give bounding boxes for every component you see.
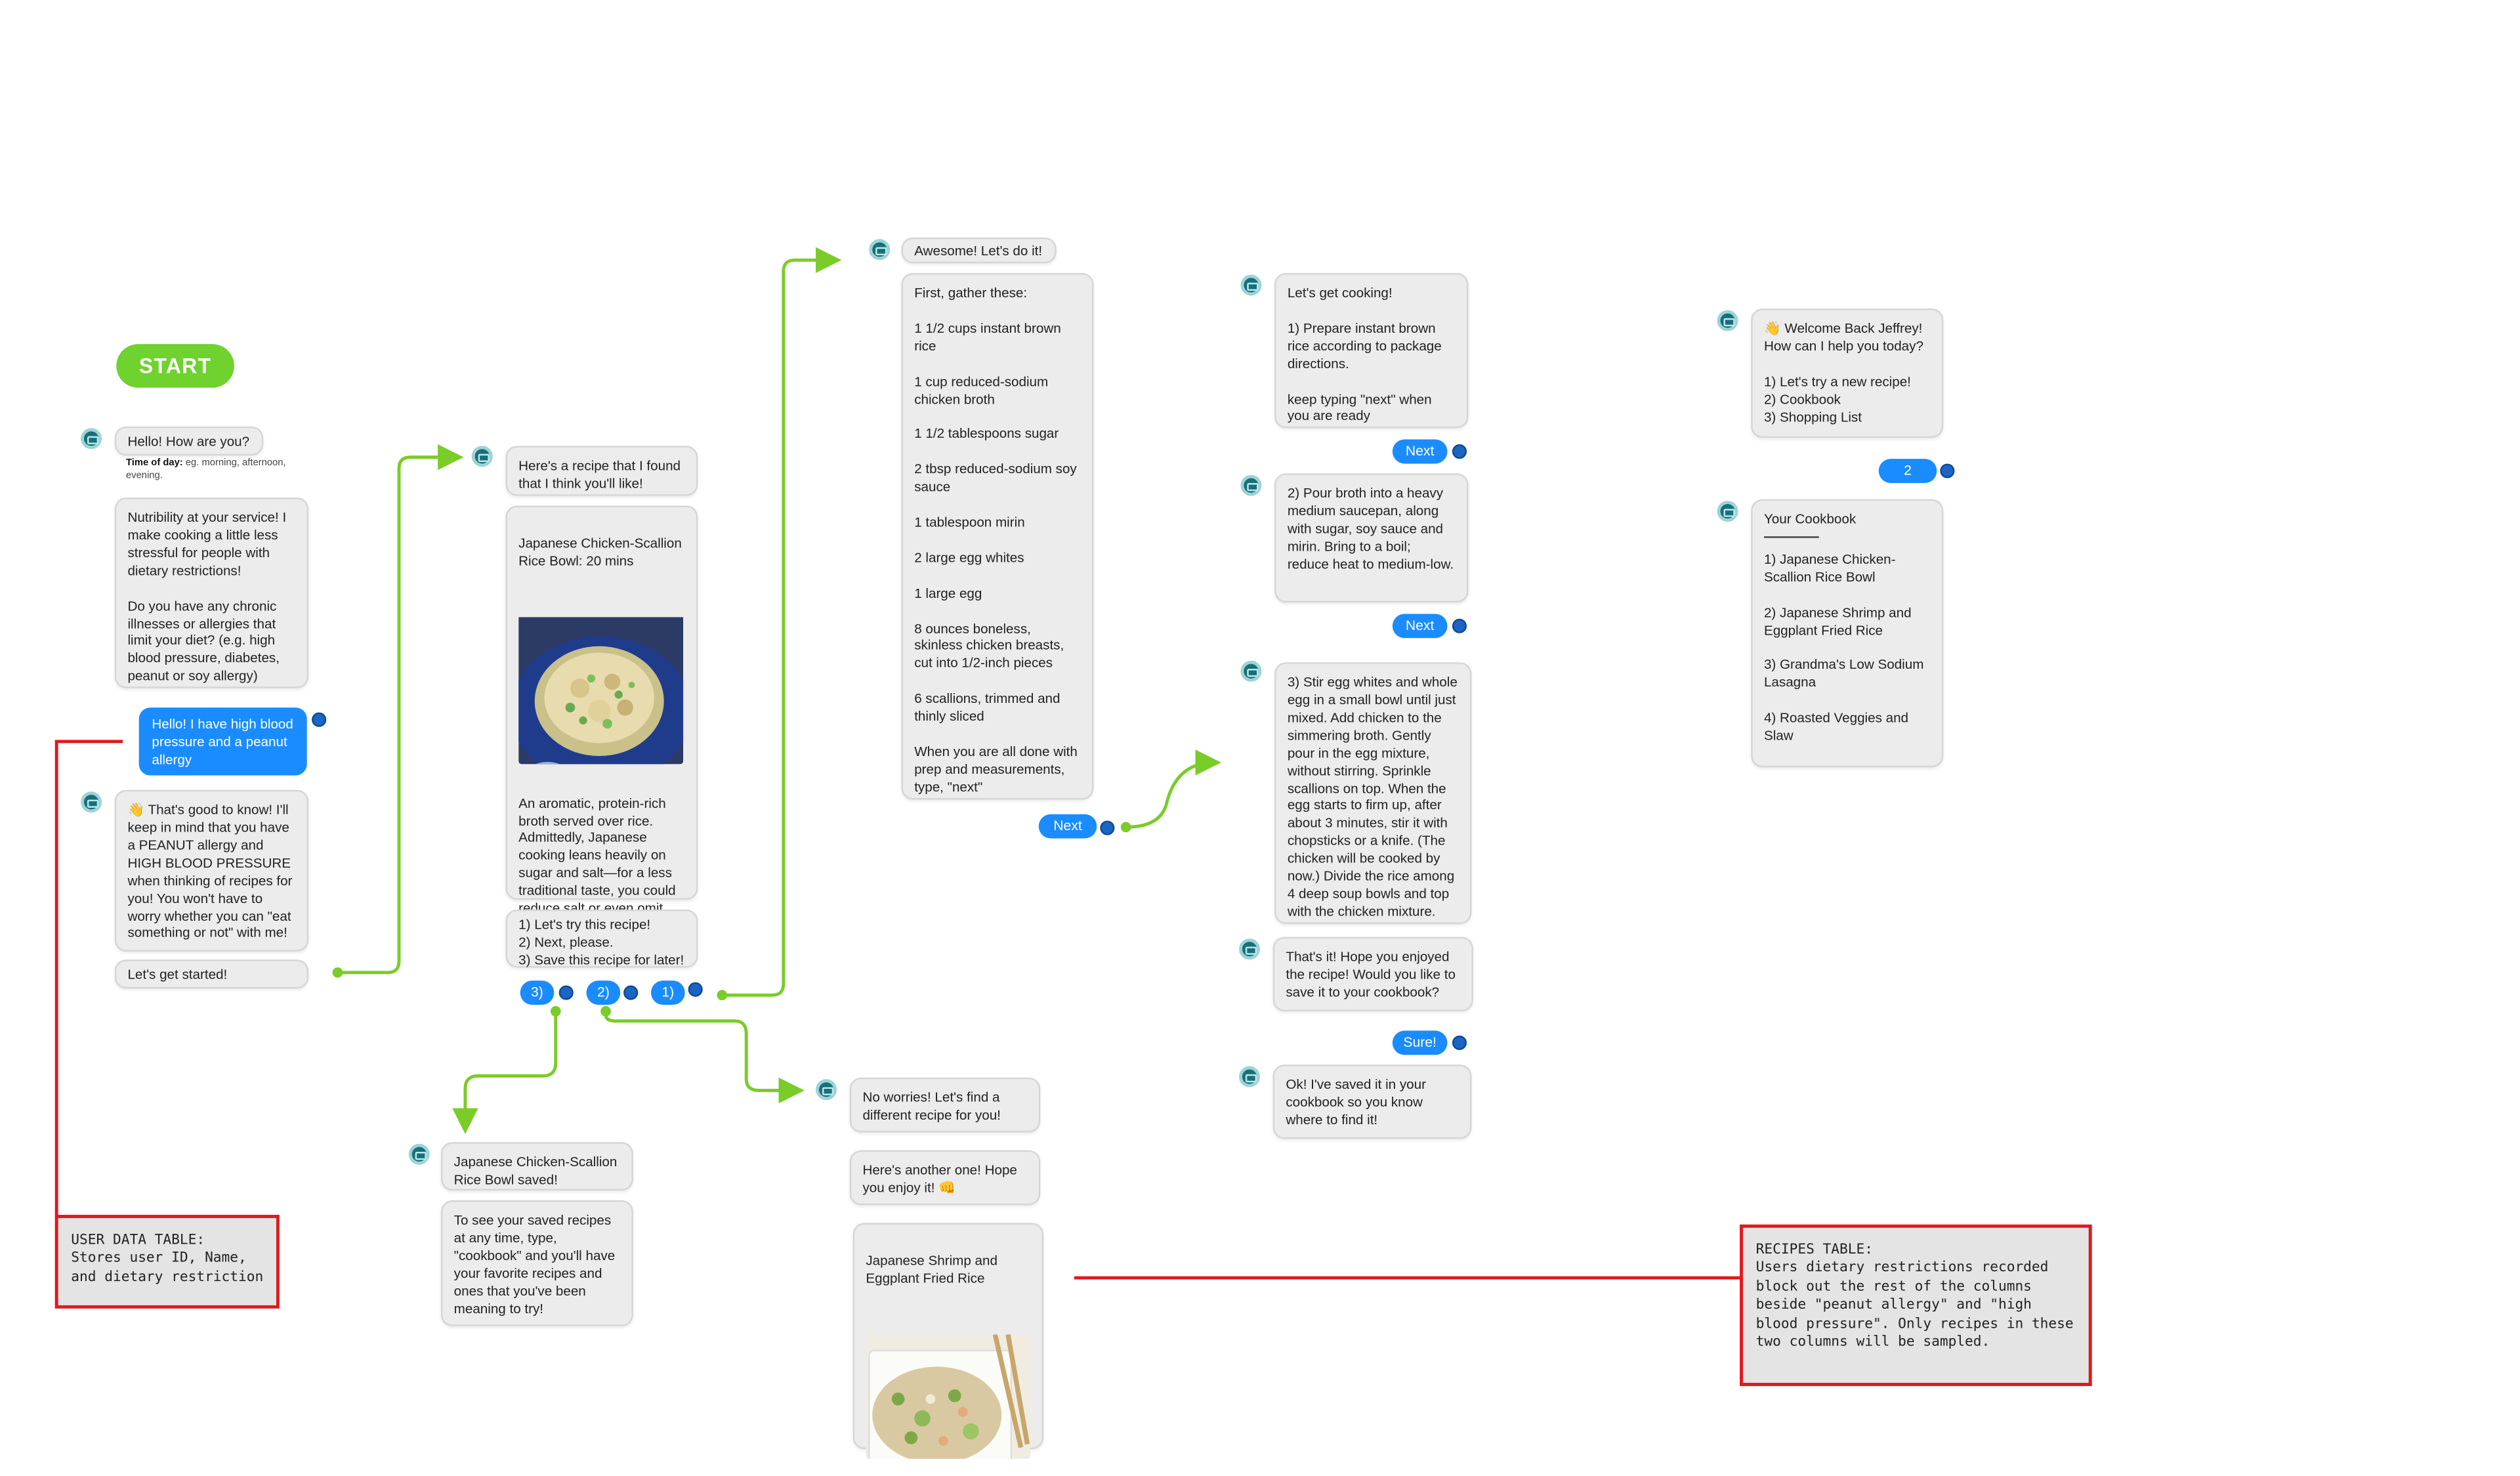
user-avatar-icon <box>1100 820 1115 835</box>
bot-avatar-icon <box>408 1143 430 1165</box>
flow-connectors <box>54 247 1742 1280</box>
user-data-table-note: USER DATA TABLE: Stores user ID, Name, a… <box>54 1215 280 1309</box>
recipe-2-card: Japanese Shrimp and Eggplant Fried Rice <box>852 1223 1044 1458</box>
another-recipe-message: Here's another one! Hope you enjoy it! 👊 <box>849 1150 1041 1206</box>
recipe-2-title: Japanese Shrimp and Eggplant Fried Rice <box>866 1252 998 1286</box>
greeting-message: Hello! How are you? <box>114 426 264 456</box>
bot-avatar-icon <box>1238 938 1260 960</box>
next-button[interactable]: Next <box>1392 614 1448 639</box>
acknowledgement-message: 👋 That's good to know! I'll keep in mind… <box>114 790 309 952</box>
choice-2-button[interactable]: 2 <box>1878 459 1937 483</box>
user-avatar-icon <box>1452 1035 1467 1050</box>
annotation-line-user-table <box>54 740 123 1215</box>
bot-avatar-icon <box>1240 660 1262 682</box>
arrow-start-to-recipe <box>337 444 464 975</box>
cookbook-list: 1) Japanese Chicken-Scallion Rice Bowl 2… <box>1763 551 1924 744</box>
next-button[interactable]: Next <box>1038 814 1097 839</box>
user-avatar-icon <box>1452 444 1467 459</box>
bot-avatar-icon <box>1717 310 1738 331</box>
bot-avatar-icon <box>1238 1066 1260 1087</box>
cookbook-info-message: To see your saved recipes at any time, t… <box>440 1200 633 1326</box>
cookbook-divider <box>1763 536 1819 538</box>
welcome-back-message: 👋 Welcome Back Jeffrey! How can I help y… <box>1751 308 1944 438</box>
user-reply-message: Hello! I have high blood pressure and a … <box>138 707 307 776</box>
bot-avatar-icon <box>81 791 102 813</box>
cooking-step-1-message: Let's get cooking! 1) Prepare instant br… <box>1274 272 1469 429</box>
choice-2-button[interactable]: 2) <box>586 980 621 1005</box>
bot-avatar-icon <box>81 428 102 450</box>
cooking-step-3-message: 3) Stir egg whites and whole egg in a sm… <box>1274 662 1472 924</box>
flow-canvas: START Hello! How are you? Time of day: e… <box>54 237 2092 1458</box>
intro-message: Nutribility at your service! I make cook… <box>114 497 309 688</box>
user-avatar-icon <box>1452 618 1467 633</box>
ingredients-message: First, gather these: 1 1/2 cups instant … <box>901 272 1094 800</box>
bot-avatar-icon <box>471 446 493 467</box>
recipes-table-note: RECIPES TABLE: Users dietary restriction… <box>1740 1224 2092 1386</box>
saved-confirmation-message: Ok! I've saved it in your cookbook so yo… <box>1272 1065 1472 1139</box>
arrow-choice1-to-ingredients <box>722 247 842 997</box>
bot-avatar-icon <box>1717 501 1738 522</box>
time-of-day-example: eg. morning, afternoon, evening. <box>125 459 286 481</box>
choice-1-button[interactable]: 1) <box>650 980 685 1005</box>
lets-get-started-message: Let's get started! <box>114 959 309 989</box>
sure-button[interactable]: Sure! <box>1392 1030 1448 1055</box>
arrow-next-to-cooking <box>1125 749 1221 829</box>
choice-3-button[interactable]: 3) <box>520 980 555 1005</box>
cookbook-title: Your Cookbook <box>1763 510 1857 527</box>
awesome-message: Awesome! Let's do it! <box>901 237 1057 264</box>
next-button[interactable]: Next <box>1392 439 1448 464</box>
user-avatar-icon <box>623 985 639 1000</box>
user-avatar-icon <box>1940 463 1955 478</box>
user-avatar-icon <box>312 712 327 727</box>
recipe-saved-message: Japanese Chicken-Scallion Rice Bowl save… <box>440 1142 633 1191</box>
recipe-card: Japanese Chicken-Scallion Rice Bowl: 20 … <box>505 505 698 934</box>
start-button[interactable]: START <box>116 344 234 388</box>
user-avatar-icon <box>688 982 703 997</box>
arrow-choice3-to-saved <box>452 1011 558 1134</box>
recipe-title: Japanese Chicken-Scallion Rice Bowl: 20 … <box>518 534 682 569</box>
recipe-options-message: 1) Let's try this recipe! 2) Next, pleas… <box>505 909 698 968</box>
cookbook-message: Your Cookbook 1) Japanese Chicken-Scalli… <box>1751 499 1944 768</box>
arrow-choice2-to-new-recipe <box>604 1011 805 1104</box>
recipe-photo <box>518 599 684 764</box>
time-of-day-hint: Time of day: eg. morning, afternoon, eve… <box>126 459 287 483</box>
recipe-2-photo <box>866 1316 1031 1458</box>
save-prompt-message: That's it! Hope you enjoyed the recipe! … <box>1272 937 1473 1011</box>
no-worries-message: No worries! Let's find a different recip… <box>849 1077 1041 1133</box>
bot-avatar-icon <box>1240 274 1262 296</box>
bot-avatar-icon <box>1240 474 1262 496</box>
time-of-day-label: Time of day: <box>125 459 183 469</box>
user-avatar-icon <box>558 985 574 1000</box>
bot-avatar-icon <box>869 239 891 261</box>
bot-avatar-icon <box>816 1079 837 1101</box>
found-recipe-message: Here's a recipe that I found that I thin… <box>505 446 698 496</box>
cooking-step-2-message: 2) Pour broth into a heavy medium saucep… <box>1274 473 1469 603</box>
